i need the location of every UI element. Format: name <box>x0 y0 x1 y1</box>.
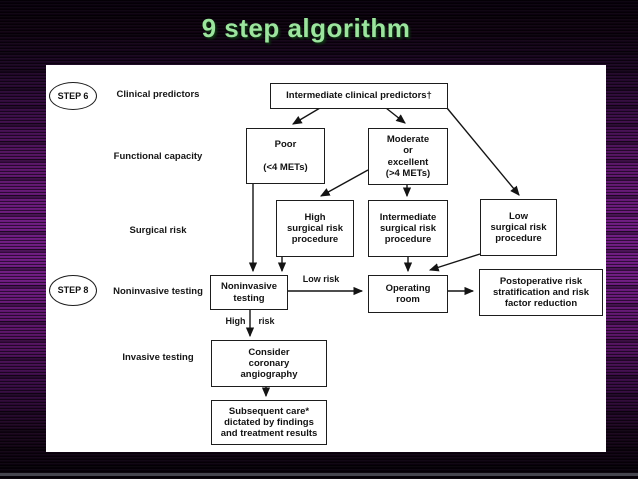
edge-label-high-risk-word1: High <box>225 316 246 326</box>
bottom-divider <box>0 473 638 476</box>
edge-label-low-risk: Low risk <box>302 274 340 284</box>
node-moderate-excellent-capacity: Moderate or excellent (>4 METs) <box>368 128 448 185</box>
node-consider-coronary-angiography: Consider coronary angiography <box>211 340 327 387</box>
row-label-clinical-predictors: Clinical predictors <box>116 89 200 100</box>
row-label-noninvasive-testing: Noninvasive testing <box>113 286 203 297</box>
edge-label-high-risk: High risk <box>204 316 296 327</box>
slide-title: 9 step algorithm <box>201 13 411 43</box>
node-operating-room: Operating room <box>368 275 448 313</box>
flow-arrows-layer <box>245 107 520 398</box>
node-low-surgical-risk: Low surgical risk procedure <box>480 199 557 256</box>
node-intermediate-surgical-risk: Intermediate surgical risk procedure <box>368 200 448 257</box>
node-subsequent-care: Subsequent care* dictated by findings an… <box>211 400 327 445</box>
step-6-badge: STEP 6 <box>49 82 97 110</box>
node-intermediate-clinical-predictors: Intermediate clinical predictors† <box>270 83 448 109</box>
row-label-surgical-risk: Surgical risk <box>129 225 187 236</box>
row-label-invasive-testing: Invasive testing <box>122 352 194 363</box>
node-noninvasive-testing: Noninvasive testing <box>210 275 288 310</box>
row-label-functional-capacity: Functional capacity <box>113 151 203 162</box>
edge-label-high-risk-word2: risk <box>258 316 275 326</box>
node-high-surgical-risk: High surgical risk procedure <box>276 200 354 257</box>
step-8-badge: STEP 8 <box>49 275 97 306</box>
node-poor-functional-capacity: Poor (<4 METs) <box>246 128 325 184</box>
flowchart-panel: STEP 6 STEP 8 Clinical predictors Functi… <box>46 65 606 452</box>
node-postoperative-risk-stratification: Postoperative risk stratification and ri… <box>479 269 603 316</box>
